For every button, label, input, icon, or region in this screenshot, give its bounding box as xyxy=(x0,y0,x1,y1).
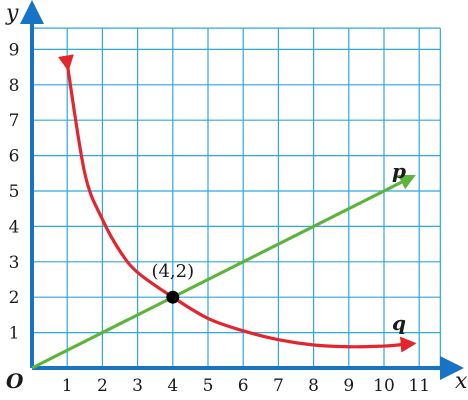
series: pq xyxy=(31,54,417,370)
axes xyxy=(20,0,464,380)
x-tick-label-11: 11 xyxy=(408,376,430,396)
x-tick-label-9: 9 xyxy=(343,376,354,396)
x-tick-label-4: 4 xyxy=(167,376,178,396)
series-line-p xyxy=(31,175,416,370)
y-tick-label-1: 1 xyxy=(9,324,20,344)
series-curve-q xyxy=(58,54,417,353)
y-tick-label-7: 7 xyxy=(9,111,20,131)
x-tick-label-8: 8 xyxy=(308,376,319,396)
y-tick-label-9: 9 xyxy=(9,40,20,60)
y-tick-label-6: 6 xyxy=(9,147,20,167)
x-tick-label-10: 10 xyxy=(373,376,395,396)
annotations: (4,2) xyxy=(151,261,194,304)
intersection-point-label: (4,2) xyxy=(151,261,194,282)
y-tick-label-5: 5 xyxy=(9,182,20,202)
series-label-p: p xyxy=(392,159,406,183)
y-tick-label-3: 3 xyxy=(9,253,20,273)
x-tick-label-3: 3 xyxy=(132,376,143,396)
axis-labels: x yO xyxy=(5,1,468,394)
y-axis-label: y xyxy=(5,1,19,26)
y-tick-label-2: 2 xyxy=(9,288,20,308)
series-label-q: q xyxy=(392,311,406,335)
y-tick-label-8: 8 xyxy=(9,76,20,96)
y-tick-label-4: 4 xyxy=(9,217,20,237)
x-tick-label-6: 6 xyxy=(238,376,249,396)
x-tick-label-5: 5 xyxy=(203,376,214,396)
x-tick-label-7: 7 xyxy=(273,376,284,396)
x-tick-label-2: 2 xyxy=(97,376,108,396)
x-tick-label-1: 1 xyxy=(62,376,73,396)
origin-label: O xyxy=(6,369,24,393)
x-axis-label: x xyxy=(455,369,468,394)
intersection-point xyxy=(166,290,180,304)
